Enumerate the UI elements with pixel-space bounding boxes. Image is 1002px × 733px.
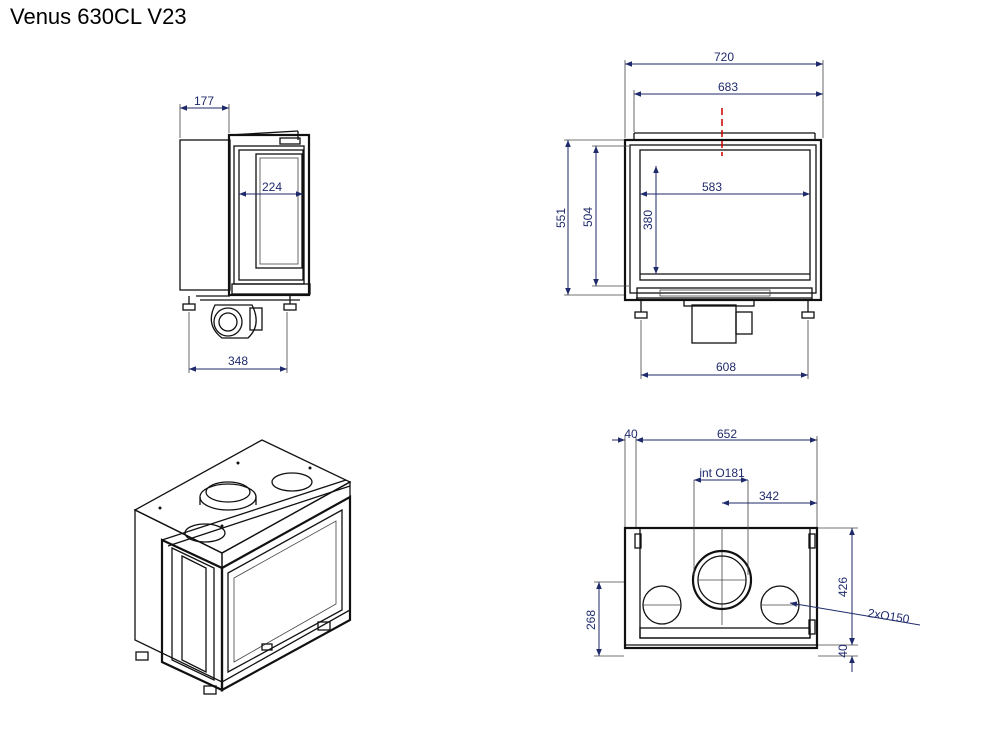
front-view-frame xyxy=(629,144,817,294)
dim-front-total-height: 551 xyxy=(554,208,568,228)
side-outlet-icon xyxy=(760,585,800,625)
foot-icon xyxy=(283,303,297,311)
side-view: 177 224 348 xyxy=(179,94,311,373)
page-title: Venus 630CL V23 xyxy=(10,4,187,29)
dim-top-offset: 40 xyxy=(624,427,638,441)
blower-icon xyxy=(683,299,755,344)
dim-front-glass-height: 380 xyxy=(641,210,655,230)
dim-side-inner: 224 xyxy=(262,180,282,194)
dim-side-outlets: 2xO150 xyxy=(867,606,911,626)
side-outlet-icon xyxy=(184,523,226,543)
isometric-view xyxy=(133,439,352,695)
dim-top-side-offset: 268 xyxy=(584,610,598,630)
foot-icon xyxy=(135,621,331,695)
side-outlet-icon xyxy=(271,472,313,492)
dim-flue-diameter: int O181 xyxy=(699,466,745,480)
side-view-frame xyxy=(233,145,305,285)
foot-icon xyxy=(801,311,815,319)
front-view: 720 683 583 551 504 380 608 xyxy=(554,50,824,379)
flue-outlet-icon xyxy=(691,549,753,611)
side-outlet-icon xyxy=(642,585,682,625)
top-view: 40 652 int O181 342 426 40 268 2xO150 xyxy=(584,427,921,672)
dim-top-bottom-offset: 40 xyxy=(836,644,850,658)
dim-front-total-width: 720 xyxy=(714,50,734,64)
iso-glass xyxy=(227,508,343,674)
dim-front-glass-width: 583 xyxy=(702,180,722,194)
dim-front-base-width: 608 xyxy=(716,360,736,374)
side-view-body xyxy=(227,133,311,297)
dim-top-depth: 426 xyxy=(836,577,850,597)
dim-top-width: 652 xyxy=(717,427,737,441)
front-view-glass xyxy=(639,149,811,281)
foot-icon xyxy=(634,311,648,319)
side-view-back-panel xyxy=(179,139,231,291)
dim-front-inner-width: 683 xyxy=(718,80,738,94)
foot-icon xyxy=(182,303,196,311)
dim-side-top: 177 xyxy=(194,94,214,108)
dim-side-bottom: 348 xyxy=(228,354,248,368)
blower-icon xyxy=(210,304,263,339)
dim-front-inner-height: 504 xyxy=(581,207,595,227)
side-view-glass xyxy=(255,153,303,269)
dim-flue-center: 342 xyxy=(759,489,779,503)
